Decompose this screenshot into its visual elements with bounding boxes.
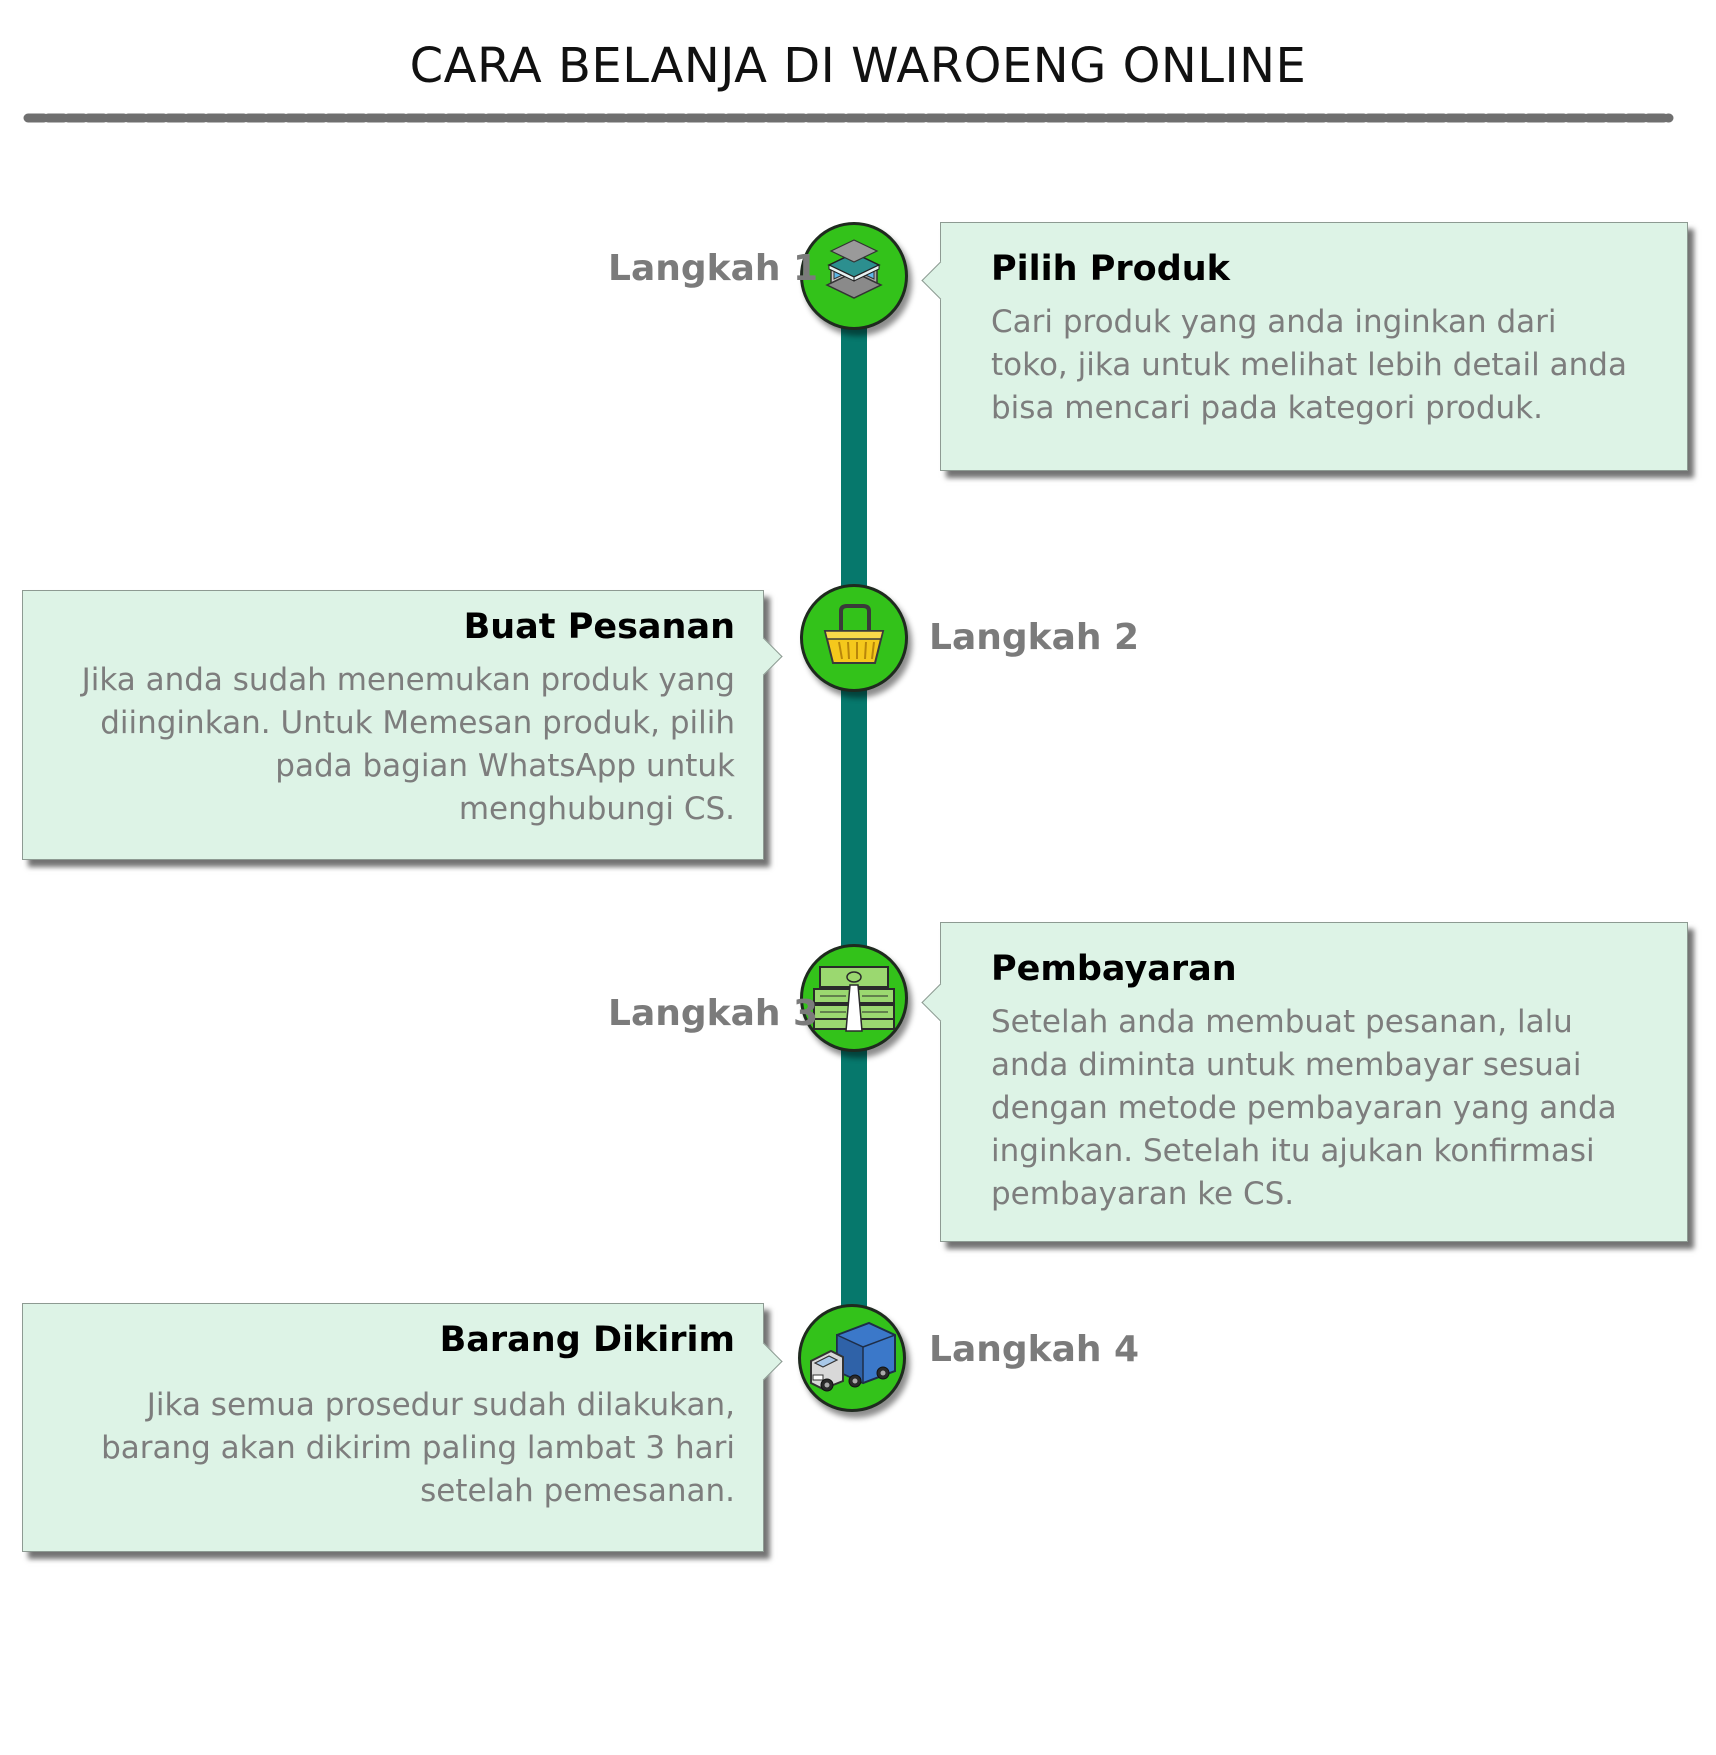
step-4-card: Barang Dikirim Jika semua prosedur sudah… — [22, 1303, 783, 1552]
step-1-card-pointer — [921, 261, 960, 300]
money-stack-icon — [813, 966, 895, 1032]
shopping-basket-icon — [823, 604, 885, 664]
step-4-card-pointer — [744, 1342, 783, 1381]
step-3-description: Setelah anda membuat pesanan, lalu anda … — [991, 1004, 1617, 1212]
store-icon — [825, 239, 883, 299]
step-2-node — [800, 584, 908, 692]
step-1-description: Cari produk yang anda inginkan dari toko… — [991, 304, 1627, 426]
step-3-card: Pembayaran Setelah anda membuat pesanan,… — [921, 922, 1688, 1242]
step-1-node — [800, 222, 908, 330]
page-title: CARA BELANJA DI WAROENG ONLINE — [409, 38, 1307, 94]
step-2-label: Langkah 2 — [929, 617, 1140, 658]
step-2-card-pointer — [744, 637, 783, 676]
step-1-label: Langkah 1 — [608, 248, 819, 289]
step-2-card: Buat Pesanan Jika anda sudah menemukan p… — [22, 590, 783, 860]
delivery-truck-icon — [810, 1321, 896, 1392]
step-1-heading: Pilih Produk — [991, 249, 1230, 289]
step-3-node — [800, 944, 908, 1052]
step-1-card: Pilih Produk Cari produk yang anda ingin… — [921, 222, 1688, 471]
step-4-description: Jika semua prosedur sudah dilakukan, bar… — [101, 1387, 735, 1509]
step-2-description: Jika anda sudah menemukan produk yang di… — [81, 662, 735, 827]
title-divider — [23, 113, 1674, 123]
step-4-label: Langkah 4 — [929, 1329, 1140, 1370]
step-4-heading: Barang Dikirim — [439, 1320, 735, 1360]
step-3-heading: Pembayaran — [991, 949, 1237, 989]
timeline-line — [841, 280, 867, 1360]
step-3-card-pointer — [921, 983, 960, 1022]
step-4-node — [798, 1304, 906, 1412]
step-2-heading: Buat Pesanan — [463, 607, 735, 647]
step-3-label: Langkah 3 — [608, 993, 819, 1034]
